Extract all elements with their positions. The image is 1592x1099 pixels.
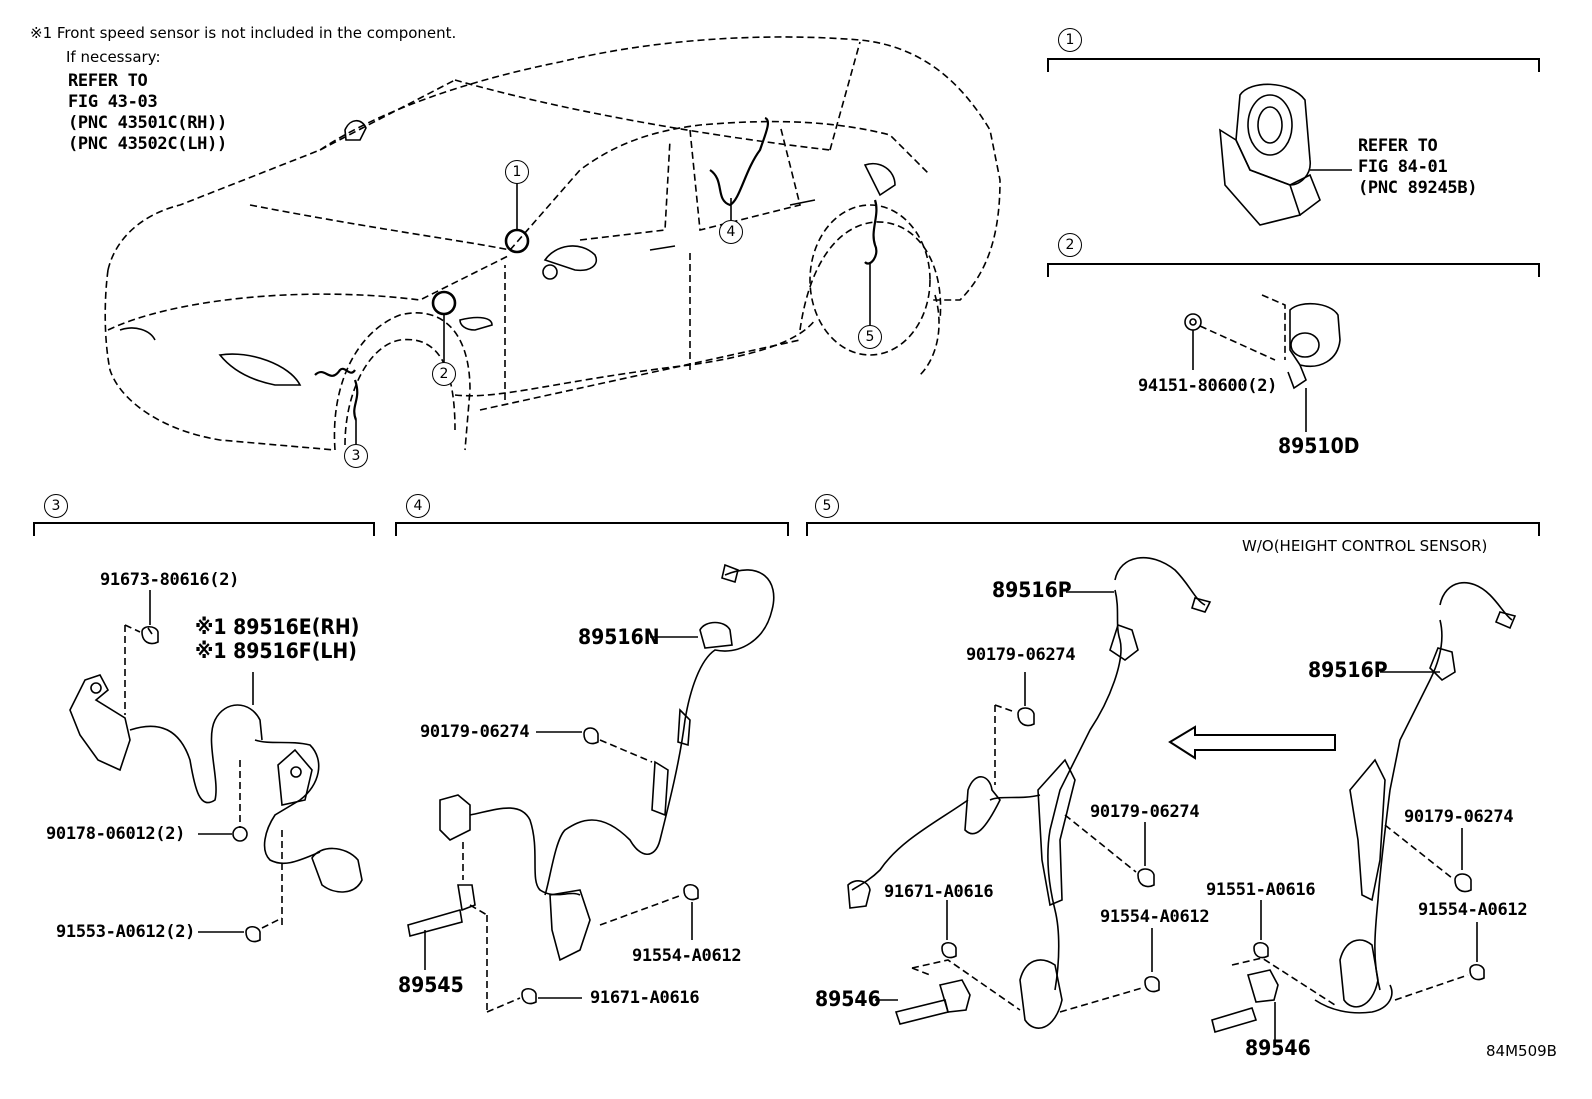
section1-ref-line-1: REFER TO — [1358, 136, 1438, 156]
section5-nut-right-label: 90179-06274 — [1404, 807, 1514, 827]
section5-bolt-right-top-label: 91551-A0616 — [1206, 880, 1316, 900]
section3-nut-label: 90178-06012(2) — [46, 824, 186, 844]
section5-part — [847, 556, 1517, 1040]
section4-harness-label: 89516N — [578, 625, 660, 649]
section1-ref-line-3: (PNC 89245B) — [1358, 178, 1478, 198]
callout-3: 3 — [344, 444, 368, 468]
section5-harness-left-label: 89516P — [992, 578, 1072, 602]
if-necessary-note: If necessary: — [66, 48, 161, 66]
section3-part — [69, 590, 363, 943]
section5-sensor-left-label: 89546 — [815, 987, 881, 1011]
section2-bolt-label: 94151-80600(2) — [1138, 376, 1278, 396]
section4-bolt-right-label: 91554-A0612 — [632, 946, 742, 966]
ref-note-line-3: (PNC 43501C(RH)) — [68, 113, 227, 133]
callout-5: 5 — [858, 325, 882, 349]
section5-bolt-left-label: 91671-A0616 — [884, 882, 994, 902]
section5-bracket — [806, 522, 1540, 536]
callout-leaders — [355, 183, 871, 444]
car-outline — [104, 36, 1001, 451]
section5-number: 5 — [815, 494, 839, 518]
section4-part — [407, 563, 775, 1013]
section1-number: 1 — [1058, 28, 1082, 52]
section4-sensor-label: 89545 — [398, 973, 464, 997]
section2-part-label: 89510D — [1278, 434, 1360, 458]
rear-wheel-arch — [799, 204, 942, 356]
section4-bracket — [395, 522, 789, 536]
section3-bolt-top-label: 91673-80616(2) — [100, 570, 240, 590]
ref-note-line-1: REFER TO — [68, 71, 148, 91]
section4-bolt-bottom-label: 91671-A0616 — [590, 988, 700, 1008]
section2-number: 2 — [1058, 233, 1082, 257]
ref-note-line-4: (PNC 43502C(LH)) — [68, 134, 227, 154]
section5-variant-label: W/O(HEIGHT CONTROL SENSOR) — [1242, 537, 1488, 555]
section5-bolt-mid-label: 91554-A0612 — [1100, 907, 1210, 927]
section4-number: 4 — [406, 494, 430, 518]
section3-bracket — [33, 522, 375, 536]
section5-harness-right-label: 89516P — [1308, 658, 1388, 682]
section5-nut-mid-label: 90179-06274 — [1090, 802, 1200, 822]
figure-code: 84M509B — [1486, 1042, 1557, 1060]
callout-2: 2 — [432, 362, 456, 386]
front-sensor-note: ※1 Front speed sensor is not included in… — [30, 24, 457, 42]
car-details — [119, 116, 896, 421]
ref-note-line-2: FIG 43-03 — [68, 92, 158, 112]
section2-part — [1184, 294, 1341, 432]
section3-sensor-rh-label: ※1 89516E(RH) — [195, 615, 360, 639]
section3-number: 3 — [44, 494, 68, 518]
callout-4: 4 — [719, 220, 743, 244]
section5-bolt-right-label: 91554-A0612 — [1418, 900, 1528, 920]
section4-nut-label: 90179-06274 — [420, 722, 530, 742]
section3-sensor-lh-label: ※1 89516F(LH) — [195, 639, 357, 663]
callout-1: 1 — [505, 160, 529, 184]
section5-sensor-right-label: 89546 — [1245, 1036, 1311, 1060]
section1-ref-line-2: FIG 84-01 — [1358, 157, 1448, 177]
section1-bracket — [1047, 58, 1540, 72]
section2-bracket — [1047, 263, 1540, 277]
section3-bolt-bottom-label: 91553-A0612(2) — [56, 922, 196, 942]
section5-nut-left-label: 90179-06274 — [966, 645, 1076, 665]
section1-part — [1219, 83, 1352, 226]
